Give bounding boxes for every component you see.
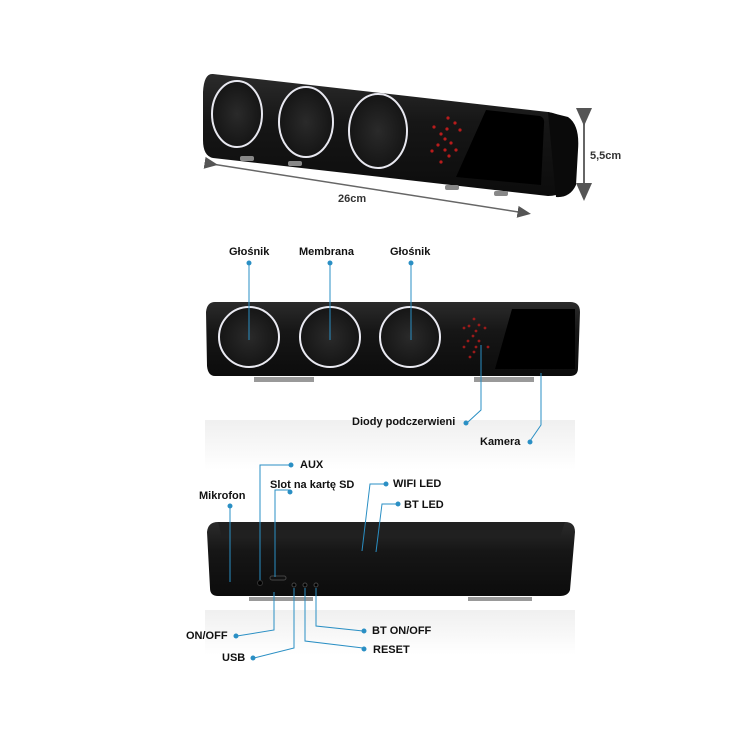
label-bt-led: BT LED: [404, 499, 444, 511]
label-sd-slot: Slot na kartę SD: [270, 479, 355, 491]
label-ir-diodes: Diody podczerwieni: [352, 416, 456, 428]
speaker-grille-3-icon: [348, 93, 408, 169]
back-callouts: [227, 462, 401, 661]
speaker-back-view: [205, 522, 575, 655]
label-camera: Kamera: [480, 436, 521, 448]
label-aux: AUX: [300, 459, 324, 471]
label-microphone: Mikrofon: [199, 490, 246, 502]
speaker-front-view: [205, 302, 580, 470]
speaker-perspective-view: [203, 73, 579, 198]
label-usb: USB: [222, 652, 246, 664]
label-membrane: Membrana: [299, 246, 355, 258]
length-label: 26cm: [338, 193, 367, 205]
label-on-off: ON/OFF: [186, 630, 228, 642]
label-bt-on-off: BT ON/OFF: [372, 625, 432, 637]
height-label: 5,5cm: [590, 150, 622, 162]
front-callouts: [246, 260, 542, 445]
speaker-grille-2-icon: [278, 86, 334, 158]
label-speaker-left: Głośnik: [229, 246, 270, 258]
length-arrow: [203, 156, 531, 218]
label-reset: RESET: [373, 644, 410, 656]
label-speaker-right: Głośnik: [390, 246, 431, 258]
speaker-grille-1-icon: [211, 80, 263, 148]
label-wifi-led: WIFI LED: [393, 478, 442, 490]
